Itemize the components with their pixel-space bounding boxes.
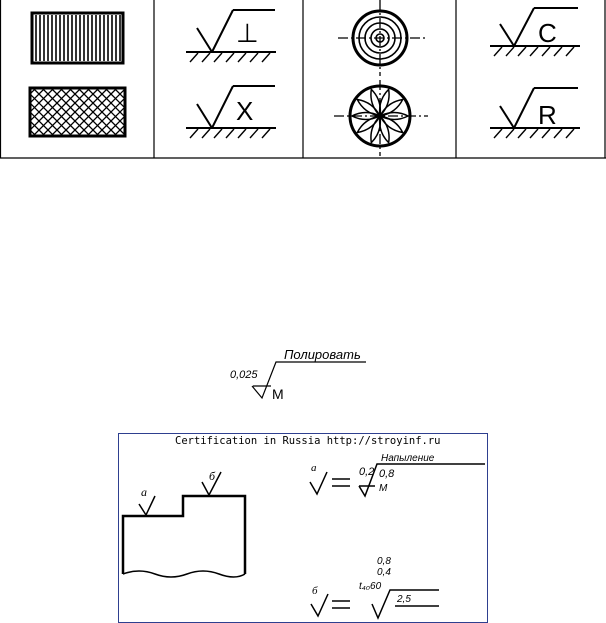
polish-lay: M [272, 386, 284, 402]
polish-note: Полировать [284, 347, 361, 362]
crossed-lay-icon [28, 86, 127, 138]
cross-lay-sign [186, 85, 276, 139]
radial-lay-sign [490, 87, 580, 139]
polish-example: Полировать 0,025 M [228, 340, 378, 402]
scan-header: Certification in Russia http://stroyinf.… [175, 435, 441, 447]
eq-b-value-1: 0,8 [377, 556, 391, 567]
radial-lay-symbol-text: R [538, 100, 557, 130]
eq-a-lay: M [379, 483, 388, 494]
radial-lay-icon [334, 80, 428, 156]
perpendicular-lay-sign [186, 9, 276, 63]
eq-a-label: а [311, 462, 317, 474]
surface-a-label: а [141, 485, 147, 499]
perpendicular-lay-symbol: ⊥ [236, 18, 259, 48]
polish-sign: Полировать 0,025 M [230, 347, 366, 402]
eq-a-note: Напыление [381, 453, 435, 464]
lay-symbols-table-grid: ⊥ X C R [0, 0, 606, 159]
circle-lay-sign [490, 7, 580, 57]
eq-b-value-2: 0,4 [377, 567, 391, 578]
circle-lay-symbol: C [538, 18, 557, 48]
polish-roughness: 0,025 [230, 369, 258, 381]
eq-b-sampling: t₄₀60 [359, 581, 382, 592]
surface-b-label: б [209, 469, 216, 483]
eq-b-label: б [312, 585, 318, 597]
lay-symbols-table: ⊥ X C R [0, 0, 606, 160]
parallel-lay-icon [30, 11, 125, 65]
eq-a-value: 0,8 [379, 468, 395, 480]
scanned-figure: Certification in Russia http://stroyinf.… [118, 433, 488, 623]
circular-lay-icon [338, 0, 426, 76]
scan-drawing: а б а 0,2 0,8 M Напыление б 0,8 0,4 t₄₀6… [121, 434, 485, 620]
cross-lay-symbol: X [236, 96, 253, 126]
eq-a-top-value: 0,2 [359, 466, 374, 478]
eq-b-length: 2,5 [396, 594, 411, 605]
